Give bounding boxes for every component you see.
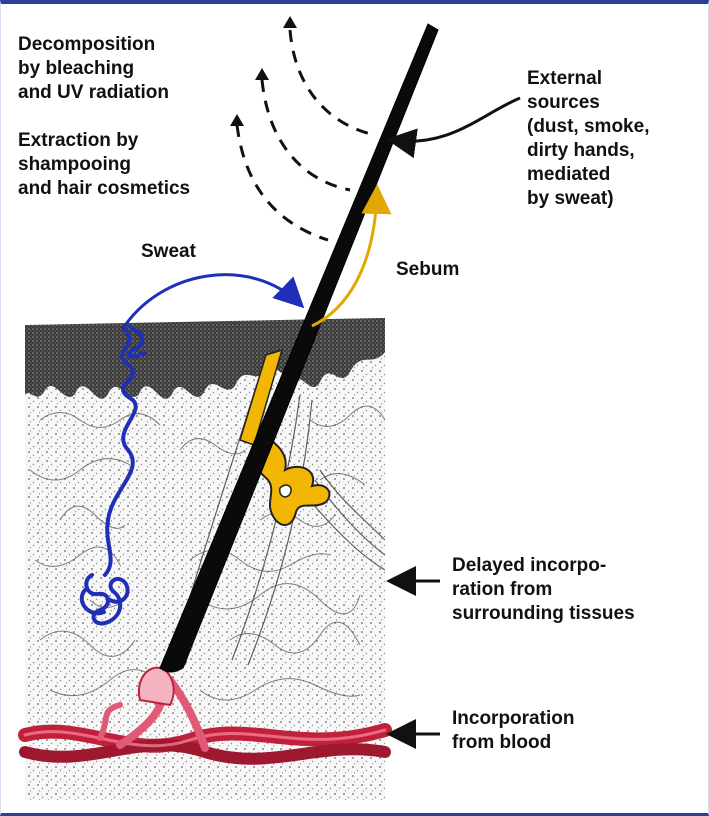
sweat-label: Sweat bbox=[141, 240, 196, 264]
blood-incorporation-label: Incorporation from blood bbox=[452, 707, 574, 755]
extraction-line-1: Extraction by bbox=[18, 129, 190, 153]
external-line-2: sources bbox=[527, 91, 649, 115]
blood-line-2: from blood bbox=[452, 731, 574, 755]
sweat-text: Sweat bbox=[141, 240, 196, 264]
external-line-5: mediated bbox=[527, 163, 649, 187]
sebum-text: Sebum bbox=[396, 258, 459, 282]
decomposition-line-3: and UV radiation bbox=[18, 81, 169, 105]
sebum-label: Sebum bbox=[396, 258, 459, 282]
delayed-line-3: surrounding tissues bbox=[452, 602, 635, 626]
dashed-arc-arrowheads bbox=[230, 16, 297, 126]
hair-papilla bbox=[139, 668, 174, 705]
blood-line-1: Incorporation bbox=[452, 707, 574, 731]
decomposition-label: Decomposition by bleaching and UV radiat… bbox=[18, 33, 169, 105]
external-line-1: External bbox=[527, 67, 649, 91]
delayed-incorporation-label: Delayed incorpo- ration from surrounding… bbox=[452, 554, 635, 626]
extraction-label: Extraction by shampooing and hair cosmet… bbox=[18, 129, 190, 201]
external-line-4: dirty hands, bbox=[527, 139, 649, 163]
external-sources-arrow bbox=[392, 98, 520, 141]
external-line-3: (dust, smoke, bbox=[527, 115, 649, 139]
extraction-line-2: shampooing bbox=[18, 153, 190, 177]
decomposition-line-1: Decomposition bbox=[18, 33, 169, 57]
delayed-line-1: Delayed incorpo- bbox=[452, 554, 635, 578]
extraction-line-3: and hair cosmetics bbox=[18, 177, 190, 201]
delayed-line-2: ration from bbox=[452, 578, 635, 602]
decomposition-line-2: by bleaching bbox=[18, 57, 169, 81]
external-line-6: by sweat) bbox=[527, 187, 649, 211]
external-sources-label: External sources (dust, smoke, dirty han… bbox=[527, 67, 649, 211]
